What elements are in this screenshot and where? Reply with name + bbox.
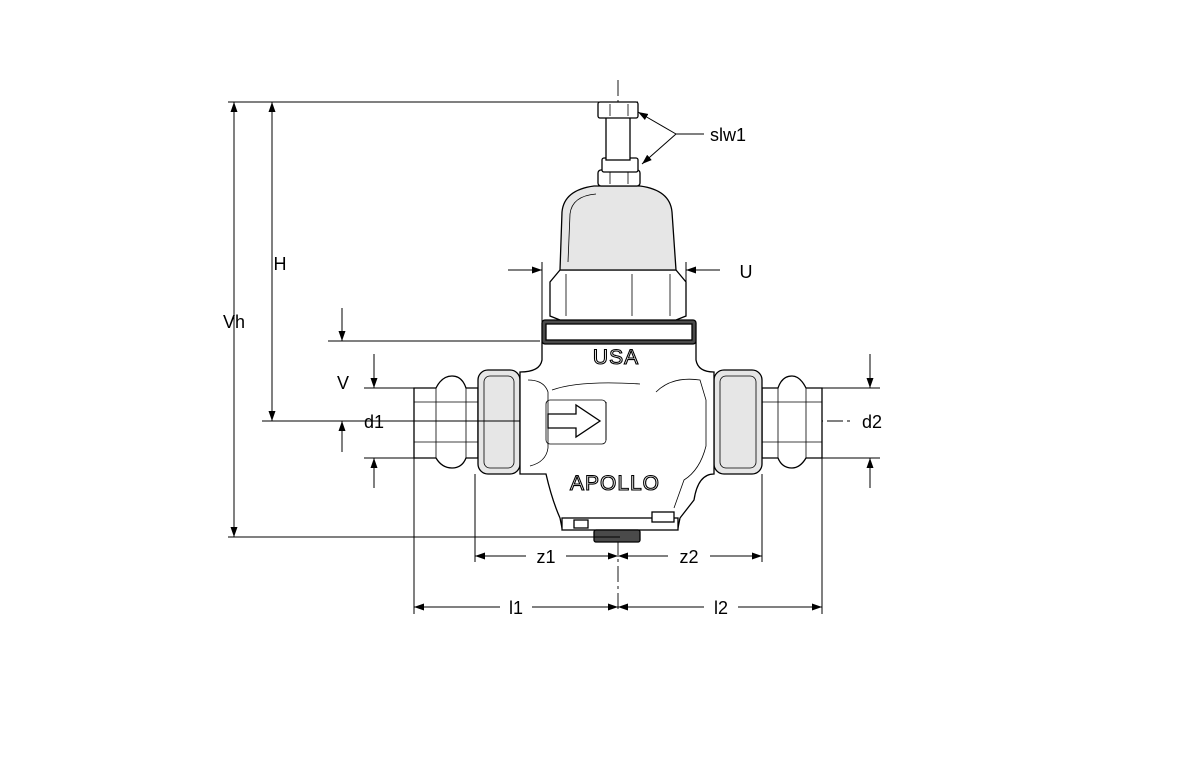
label-d1: d1 (364, 412, 384, 432)
label-u: U (740, 262, 753, 282)
right-press-fitting (713, 369, 823, 475)
label-z2: z2 (679, 547, 698, 567)
label-slw1: slw1 (710, 125, 746, 145)
dimension-labels: slw1 H Vh U V d1 d2 z1 z2 l1 l2 (223, 125, 882, 618)
label-z1: z1 (536, 547, 555, 567)
valve-body: USA APOLLO (413, 341, 823, 543)
label-v: V (337, 373, 349, 393)
dimension-lines (228, 101, 880, 614)
flow-arrow-icon (547, 403, 602, 439)
adjusting-screw (597, 101, 641, 187)
body-marking-apollo: APOLLO (570, 472, 660, 495)
label-d2: d2 (862, 412, 882, 432)
body-marking-usa: USA (593, 346, 639, 369)
label-h: H (274, 254, 287, 274)
left-press-fitting (413, 369, 521, 475)
bonnet (541, 185, 697, 345)
label-l1: l1 (509, 598, 523, 618)
label-vh: Vh (223, 312, 245, 332)
label-l2: l2 (714, 598, 728, 618)
